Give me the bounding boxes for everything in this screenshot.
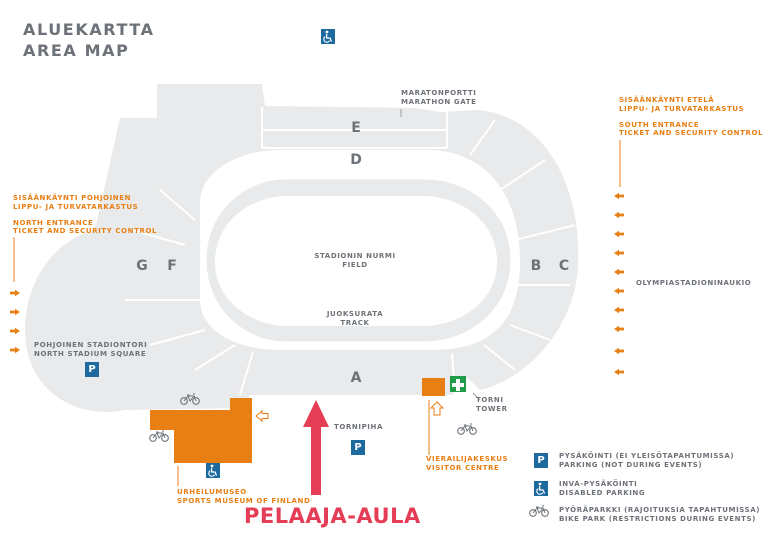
map-title-fi: ALUEKARTTA [23, 20, 155, 39]
disabled-parking-icon [320, 28, 336, 45]
entrance-arrow-icon [614, 325, 624, 333]
entrance-arrow-icon [10, 327, 20, 335]
seating-dividers [125, 107, 576, 396]
player-lobby-arrow-icon [303, 400, 329, 495]
map-title-en: AREA MAP [23, 41, 130, 60]
map-title: ALUEKARTTA AREA MAP [23, 19, 155, 61]
north-entrance-label: SISÄÄNKÄYNTI POHJOINEN LIPPU- JA TURVATA… [13, 194, 158, 236]
legend-bike-park-label: PYÖRÄPARKKI (RAJOITUKSIA TAPAHTUMISSA) B… [559, 506, 761, 523]
leader-lines [13, 140, 621, 486]
tower-yard-label: TORNIPIHA [334, 423, 383, 431]
museum-entrance-arrow-icon [255, 409, 269, 423]
entrance-arrow-icon [10, 308, 20, 316]
bike-park-icon [457, 423, 477, 435]
legend-disabled-parking-icon [533, 480, 549, 497]
north-square-label: POHJOINEN STADIONTORI NORTH STADIUM SQUA… [34, 341, 148, 358]
tower-label: TORNI TOWER [476, 396, 508, 413]
sports-museum-building [150, 398, 252, 463]
entrance-arrow-icon [614, 306, 624, 314]
visitor-centre-entrance-arrow-icon [429, 401, 445, 416]
parking-icon: P [351, 440, 365, 455]
entrance-arrow-icon [614, 211, 624, 219]
stadium-field [215, 196, 497, 326]
legend-disabled-parking-label: INVA-PYSÄKÖINTI DISABLED PARKING [559, 480, 646, 497]
entrance-arrow-icon [614, 287, 624, 295]
entrance-arrow-icon [10, 346, 20, 354]
player-lobby-label: PELAAJA-AULA [244, 504, 421, 528]
entrance-arrow-icon [614, 192, 624, 200]
legend-parking-label: PYSÄKÖINTI (EI YLEISÖTAPAHTUMISSA) PARKI… [559, 452, 735, 469]
entrance-arrow-icon [614, 230, 624, 238]
marathon-gate-label: MARATONPORTTI MARATHON GATE [401, 89, 477, 106]
section-f-label: F [167, 258, 177, 274]
section-d-label: D [350, 152, 362, 168]
visitor-centre-building [422, 378, 445, 396]
sports-museum-label: URHEILUMUSEO SPORTS MUSEUM OF FINLAND [177, 488, 311, 505]
track-label: JUOKSURATA TRACK [326, 310, 384, 327]
south-entrance-label: SISÄÄNKÄYNTI ETELÄ LIPPU- JA TURVATARKAS… [619, 96, 764, 138]
parking-icon: P [85, 362, 99, 377]
section-e-label: E [351, 120, 361, 136]
north-entrance-arrows [10, 289, 20, 354]
section-a-label: A [350, 370, 362, 386]
bike-park-icon [149, 430, 169, 442]
field-label: STADIONIN NURMI FIELD [314, 252, 396, 269]
entrance-arrow-icon [614, 249, 624, 257]
tower-line [472, 392, 481, 401]
section-g-label: G [136, 258, 148, 274]
entrance-arrow-icon [10, 289, 20, 297]
visitor-centre-label: VIERAILIJAKESKUS VISITOR CENTRE [426, 455, 509, 472]
legend-parking-icon: P [534, 453, 548, 468]
section-c-label: C [558, 258, 570, 274]
olympic-square-label: OLYMPIASTADIONINAUKIO [636, 279, 752, 287]
south-entrance-arrows [614, 192, 624, 376]
section-b-label: B [530, 258, 542, 274]
first-aid-icon [450, 376, 466, 392]
entrance-arrow-icon [614, 347, 624, 355]
legend-bike-park-icon [529, 505, 549, 517]
entrance-arrow-icon [614, 268, 624, 276]
disabled-parking-icon [205, 462, 221, 479]
entrance-arrow-icon [614, 368, 624, 376]
